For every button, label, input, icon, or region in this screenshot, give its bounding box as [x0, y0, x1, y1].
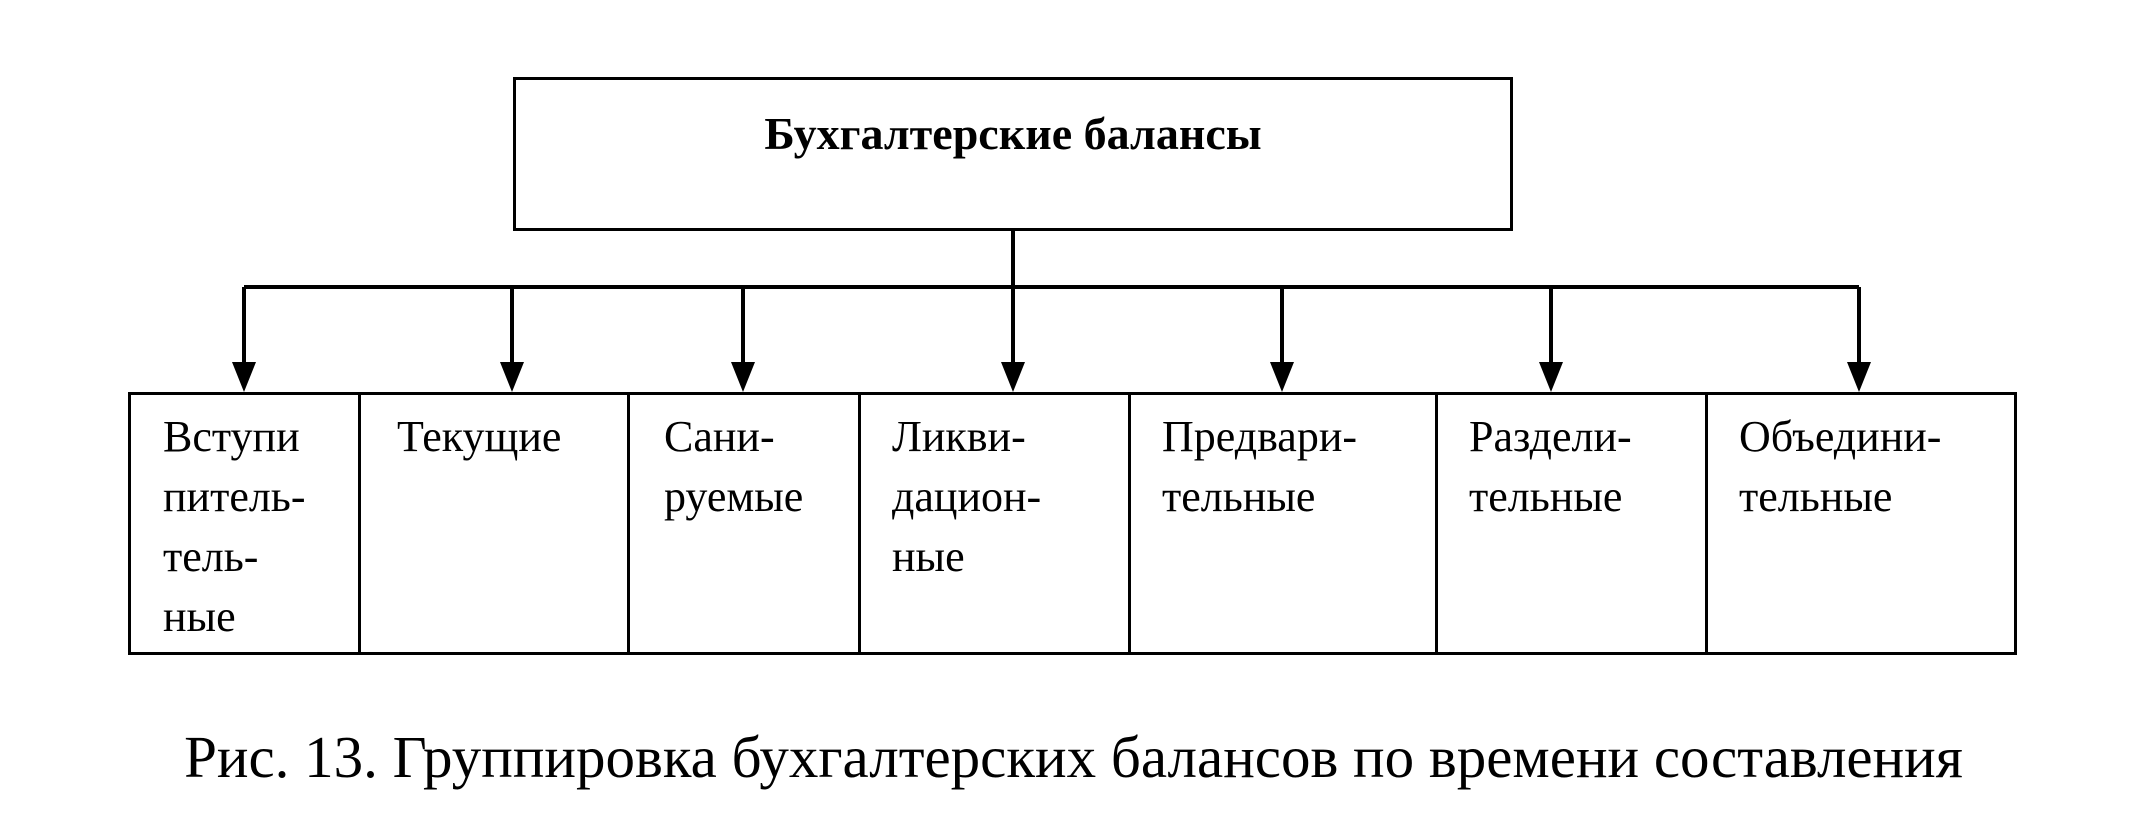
arrow-4: [1001, 287, 1025, 392]
arrow-1: [232, 287, 256, 392]
arrow-3: [731, 287, 755, 392]
category-label: Раздели- тельные: [1469, 412, 1632, 521]
root-node-box: Бухгалтерские балансы: [513, 77, 1513, 231]
category-box-3: Сани- руемые: [627, 392, 861, 655]
arrow-7: [1847, 287, 1871, 392]
category-label: Вступи питель- тель- ные: [163, 412, 306, 641]
category-box-4: Ликви- дацион- ные: [858, 392, 1131, 655]
category-box-1: Вступи питель- тель- ные: [128, 392, 361, 655]
arrow-5: [1270, 287, 1294, 392]
category-box-7: Объедини- тельные: [1705, 392, 2017, 655]
root-node-title: Бухгалтерские балансы: [764, 108, 1262, 159]
arrow-6: [1539, 287, 1563, 392]
category-label: Предвари- тельные: [1162, 412, 1358, 521]
figure-caption: Рис. 13. Группировка бухгалтерских балан…: [184, 724, 1963, 790]
category-box-2: Текущие: [358, 392, 630, 655]
category-box-5: Предвари- тельные: [1128, 392, 1438, 655]
category-label: Текущие: [397, 412, 562, 461]
category-label: Объедини- тельные: [1739, 412, 1942, 521]
category-box-6: Раздели- тельные: [1435, 392, 1708, 655]
category-label: Ликви- дацион- ные: [892, 412, 1042, 581]
category-label: Сани- руемые: [664, 412, 804, 521]
arrow-2: [500, 287, 524, 392]
